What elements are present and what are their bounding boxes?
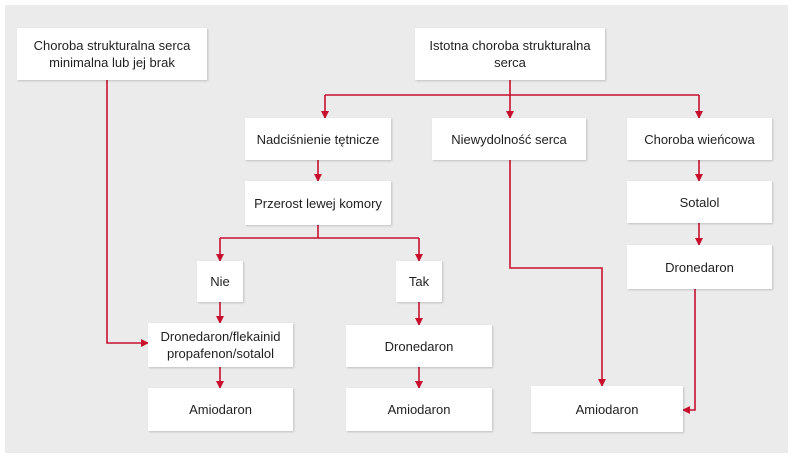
- node-dronedarone-yes: Dronedaron: [346, 325, 492, 367]
- node-yes-label: Tak: [408, 274, 430, 289]
- node-yes: Tak: [396, 261, 442, 302]
- arrow-minimal-to-group: [106, 80, 149, 347]
- node-coronary-disease: Choroba wieńcowa: [627, 118, 772, 160]
- node-amiodarone-left-label: Amiodaron: [189, 402, 252, 417]
- node-significant-disease-label: Istotna choroba strukturalna serca: [429, 38, 591, 70]
- flowchart-canvas: Choroba strukturalna serca minimalna lub…: [5, 5, 788, 453]
- node-heart-failure-label: Niewydolność serca: [451, 131, 567, 147]
- node-hypertension-label: Nadciśnienie tętnicze: [256, 131, 380, 147]
- node-minimal-disease: Choroba strukturalna serca minimalna lub…: [17, 28, 207, 80]
- node-dronedarone-cad-label: Dronedaron: [665, 259, 734, 275]
- node-amiodarone-mid-label: Amiodaron: [387, 402, 451, 417]
- node-coronary-disease-label: Choroba wieńcowa: [644, 131, 755, 147]
- node-lv-hypertrophy: Przerost lewej komory: [245, 181, 391, 225]
- arrow-dronedarone-to-amiodarone-right: [682, 289, 696, 414]
- arrow-significant-split: [325, 80, 699, 96]
- node-sotalol-label: Sotalol: [679, 194, 720, 210]
- connector-layer: [106, 80, 703, 414]
- node-no-label: Nie: [210, 274, 230, 289]
- node-hypertension: Nadciśnienie tętnicze: [245, 118, 391, 160]
- node-amiodarone-mid: Amiodaron: [346, 388, 492, 431]
- node-amiodarone-right: Amiodaron: [531, 386, 683, 432]
- node-amiodarone-right-label: Amiodaron: [575, 401, 639, 417]
- arrow-heart-failure-to-amiodarone: [509, 160, 606, 387]
- node-heart-failure: Niewydolność serca: [432, 118, 586, 160]
- node-dronedarone-group: Dronedaron/flekainid propafenon/sotalol: [148, 323, 293, 367]
- node-dronedarone-group-label: Dronedaron/flekainid propafenon/sotalol: [160, 329, 281, 361]
- node-no: Nie: [197, 261, 243, 302]
- node-minimal-disease-label: Choroba strukturalna serca minimalna lub…: [33, 38, 191, 70]
- node-dronedarone-cad: Dronedaron: [627, 245, 772, 289]
- node-significant-disease: Istotna choroba strukturalna serca: [415, 28, 605, 80]
- arrow-lvh-split: [220, 225, 419, 239]
- node-amiodarone-left: Amiodaron: [148, 388, 293, 431]
- node-sotalol: Sotalol: [627, 181, 772, 223]
- node-lv-hypertrophy-label: Przerost lewej komory: [254, 195, 382, 211]
- node-dronedarone-yes-label: Dronedaron: [384, 338, 454, 354]
